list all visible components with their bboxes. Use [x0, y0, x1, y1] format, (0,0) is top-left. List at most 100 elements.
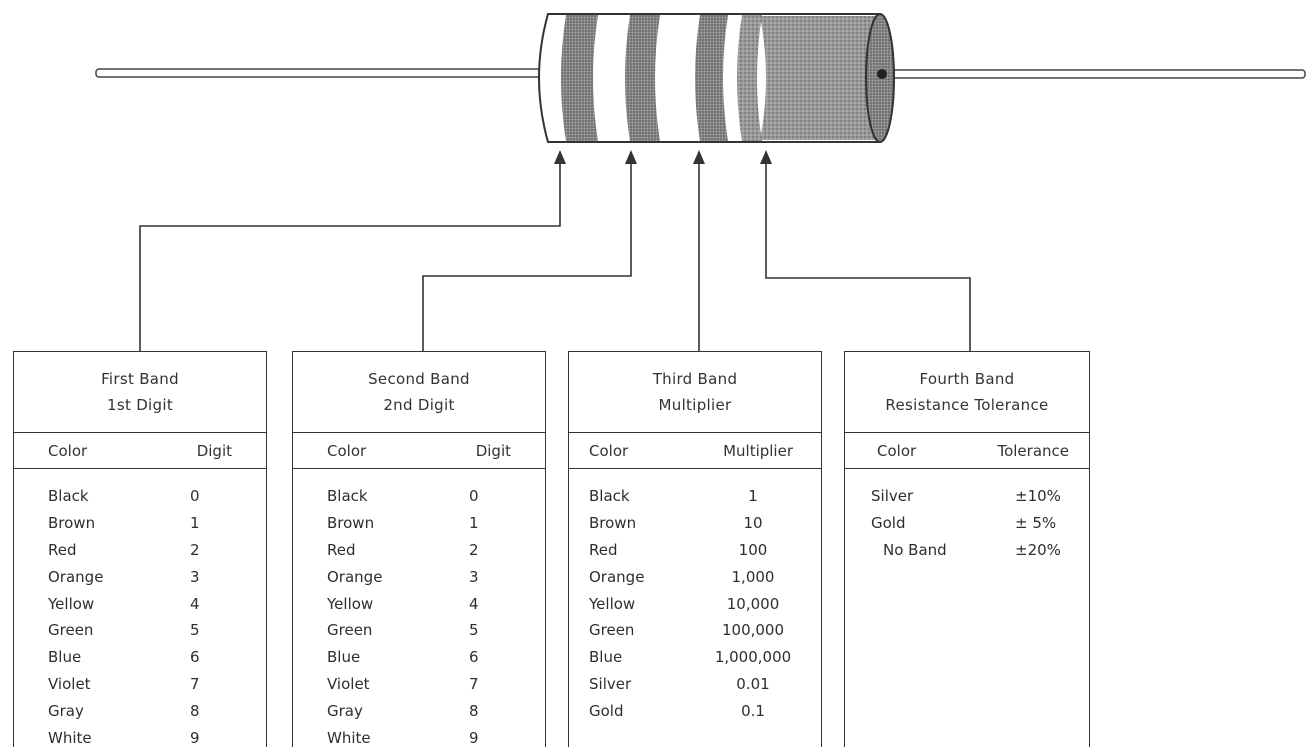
row-color: Red [48, 540, 77, 559]
table-row: Blue 1,000,000 [569, 644, 821, 671]
fourth-band-table: Fourth Band Resistance Tolerance Color T… [844, 351, 1090, 747]
row-color: Orange [327, 567, 383, 586]
connector-band-4 [765, 162, 971, 351]
table-row: Black 1 [569, 483, 821, 510]
row-value: 7 [469, 674, 479, 693]
table-row: Brown 1 [293, 510, 545, 537]
table-title: Second Band [368, 370, 470, 388]
row-color: Black [589, 487, 630, 506]
column-header-value: Digit [475, 441, 511, 460]
row-color: Brown [327, 514, 375, 533]
row-value: 8 [190, 701, 200, 720]
row-color: No Band [883, 540, 947, 559]
table-header: Fourth Band Resistance Tolerance [845, 352, 1089, 433]
row-value: 0 [469, 487, 479, 506]
connector-band-2 [422, 162, 632, 351]
resistor-band-2 [625, 15, 660, 141]
row-value: 1 [190, 514, 200, 533]
arrow-band-2 [625, 150, 637, 164]
row-color: Violet [327, 674, 370, 693]
column-header-color: Color [589, 441, 629, 460]
row-value: 3 [469, 567, 479, 586]
row-value: 4 [190, 594, 200, 613]
row-value: ±20% [1015, 540, 1061, 559]
row-value: 100 [738, 540, 768, 559]
row-color: White [327, 728, 371, 747]
table-title: Fourth Band [919, 370, 1015, 388]
row-color: Green [48, 621, 94, 640]
column-headers: Color Multiplier [569, 433, 821, 469]
table-row: Red 100 [569, 537, 821, 564]
arrow-band-1 [554, 150, 566, 164]
row-value: 1 [469, 514, 479, 533]
lead-wire-right [879, 69, 1306, 79]
row-value: ± 5% [1015, 514, 1057, 533]
row-color: Blue [48, 648, 82, 667]
table-header: Third Band Multiplier [569, 352, 821, 433]
table-row: Green 5 [14, 617, 266, 644]
resistor-band-1 [561, 15, 598, 141]
row-value: 7 [190, 674, 200, 693]
row-value: 1,000,000 [714, 648, 792, 667]
row-color: Black [327, 487, 368, 506]
column-header-color: Color [327, 441, 367, 460]
row-color: Gold [589, 701, 624, 720]
table-row: Yellow 4 [293, 590, 545, 617]
row-value: ±10% [1015, 487, 1061, 506]
row-color: Yellow [327, 594, 374, 613]
row-value: 10 [743, 514, 763, 533]
table-title: First Band [101, 370, 179, 388]
row-value: 100,000 [721, 621, 785, 640]
column-header-color: Color [48, 441, 88, 460]
row-color: Brown [589, 514, 637, 533]
row-value: 6 [190, 648, 200, 667]
second-band-table: Second Band 2nd Digit Color Digit Black 0… [292, 351, 546, 747]
table-row: Black 0 [293, 483, 545, 510]
row-value: 5 [469, 621, 479, 640]
row-color: Red [589, 540, 618, 559]
row-color: Gray [48, 701, 84, 720]
third-band-table: Third Band Multiplier Color Multiplier B… [568, 351, 822, 747]
row-color: Green [327, 621, 373, 640]
row-color: Blue [589, 648, 623, 667]
row-value: 0.01 [736, 674, 770, 693]
row-color: Black [48, 487, 89, 506]
column-header-value: Tolerance [997, 441, 1069, 460]
resistor-band-4 [737, 15, 762, 141]
row-value: 8 [469, 701, 479, 720]
table-row: Blue 6 [14, 644, 266, 671]
table-rows: Silver±10% Gold ± 5% No Band ±20% [845, 469, 1089, 563]
row-value: 1 [748, 487, 758, 506]
row-value: 4 [469, 594, 479, 613]
connector-band-1 [139, 162, 561, 351]
lead-wire-left [95, 68, 542, 78]
row-value: 5 [190, 621, 200, 640]
row-color: Orange [589, 567, 645, 586]
arrow-band-3 [693, 150, 705, 164]
table-subtitle: 2nd Digit [383, 396, 455, 414]
row-color: Gold [871, 514, 906, 533]
row-color: Yellow [589, 594, 636, 613]
table-row: No Band ±20% [845, 537, 1089, 564]
table-subtitle: Multiplier [658, 396, 732, 414]
table-row: Silver±10% [845, 483, 1089, 510]
row-value: 2 [469, 540, 479, 559]
resistor-band-3 [695, 15, 728, 141]
row-color: Orange [48, 567, 104, 586]
